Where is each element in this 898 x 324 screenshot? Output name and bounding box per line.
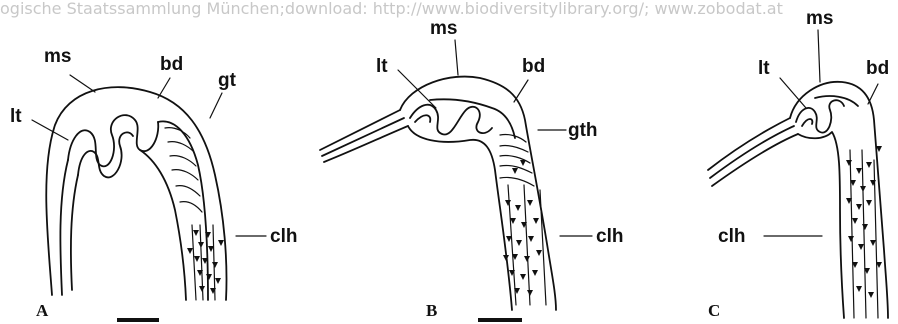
label-b-bd: bd [522,56,545,77]
panel-c-label: C [708,301,720,320]
leader-a-ms [70,75,95,92]
panel-b: ms bd lt gth clh B [320,18,623,322]
panel-a: ms bd lt gt clh A [10,46,297,322]
label-a-clh: clh [270,226,297,247]
panel-a-label: A [36,301,49,320]
scale-bar-a [117,318,159,322]
label-c-ms: ms [806,8,833,29]
label-b-lt: lt [376,56,388,77]
scale-bar-b [478,318,522,322]
leader-a-bd [158,78,170,98]
leader-a-lt [32,120,68,140]
label-b-clh: clh [596,226,623,247]
leader-c-bd [868,84,878,104]
panel-b-label: B [426,301,437,320]
leader-a-gt [210,93,222,118]
label-c-bd: bd [866,58,889,79]
leader-c-ms [818,30,820,82]
label-b-ms: ms [430,18,457,39]
leader-b-ms [455,40,458,75]
leader-c-lt [780,78,806,108]
label-a-ms: ms [44,46,71,67]
label-a-lt: lt [10,106,22,127]
label-c-clh: clh [718,226,745,247]
panel-c: ms bd lt clh C [708,8,889,320]
label-c-lt: lt [758,58,770,79]
label-b-gth: gth [568,120,598,141]
leader-b-bd [514,80,528,102]
label-a-gt: gt [218,70,237,91]
label-a-bd: bd [160,54,183,75]
